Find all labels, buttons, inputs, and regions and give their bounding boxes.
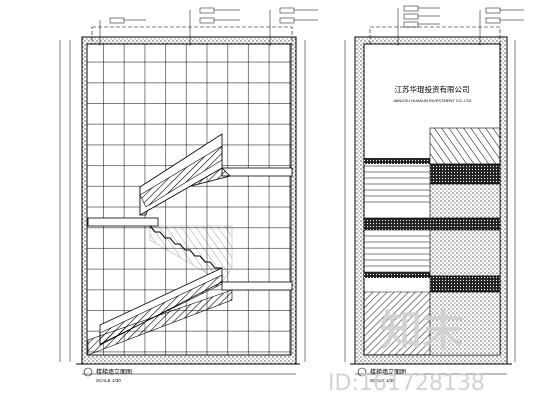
right-leader-labels	[397, 5, 524, 46]
right-caption: 楼梯墙立面图	[370, 368, 406, 376]
right-elevation-panel: 江苏华琨投资有限公司 JIANGSU HUAKUN INVESTMENT CO.…	[344, 5, 524, 383]
left-upper-flight-hatch	[139, 145, 223, 208]
company-sign-title: 江苏华琨投资有限公司	[395, 84, 470, 94]
right-top-tread-strip	[364, 158, 430, 164]
right-lower-hatched-steps	[363, 291, 431, 356]
watermark: 知末 ID:161728138	[328, 306, 485, 396]
right-scale: SCALE 1/30	[370, 378, 395, 383]
right-ceiling-light-box	[369, 26, 501, 45]
watermark-logo: 知末	[380, 306, 464, 355]
right-glass-panel	[429, 127, 501, 165]
left-elevation-panel: 楼梯墙立面图 SCALE 1/30	[59, 7, 318, 383]
left-caption-marker	[83, 367, 93, 377]
right-lower-stone-panel	[429, 291, 501, 356]
left-upper-landing	[221, 167, 293, 177]
right-dark-panel-top	[429, 163, 501, 185]
right-mid-band	[363, 217, 501, 231]
company-sign-subtitle: JIANGSU HUAKUN INVESTMENT CO.,LTD	[393, 98, 472, 103]
watermark-id: ID:161728138	[328, 371, 485, 396]
right-stone-panel-a	[429, 183, 501, 219]
left-middle-flight-body	[149, 225, 233, 283]
left-caption: 楼梯墙立面图	[96, 368, 132, 376]
left-lower-landing	[221, 281, 293, 291]
left-leader-labels	[99, 7, 318, 46]
right-caption-marker	[357, 367, 367, 377]
left-ceiling-light-box	[91, 26, 293, 45]
left-tile-grid	[87, 44, 291, 355]
left-mid-landing	[87, 217, 159, 227]
right-stone-panel-b	[429, 229, 501, 277]
right-dark-panel-bottom	[429, 275, 501, 293]
left-scale: SCALE 1/30	[96, 378, 121, 383]
right-lower-tread-strip	[364, 272, 430, 278]
left-bottom-flight	[87, 289, 233, 356]
